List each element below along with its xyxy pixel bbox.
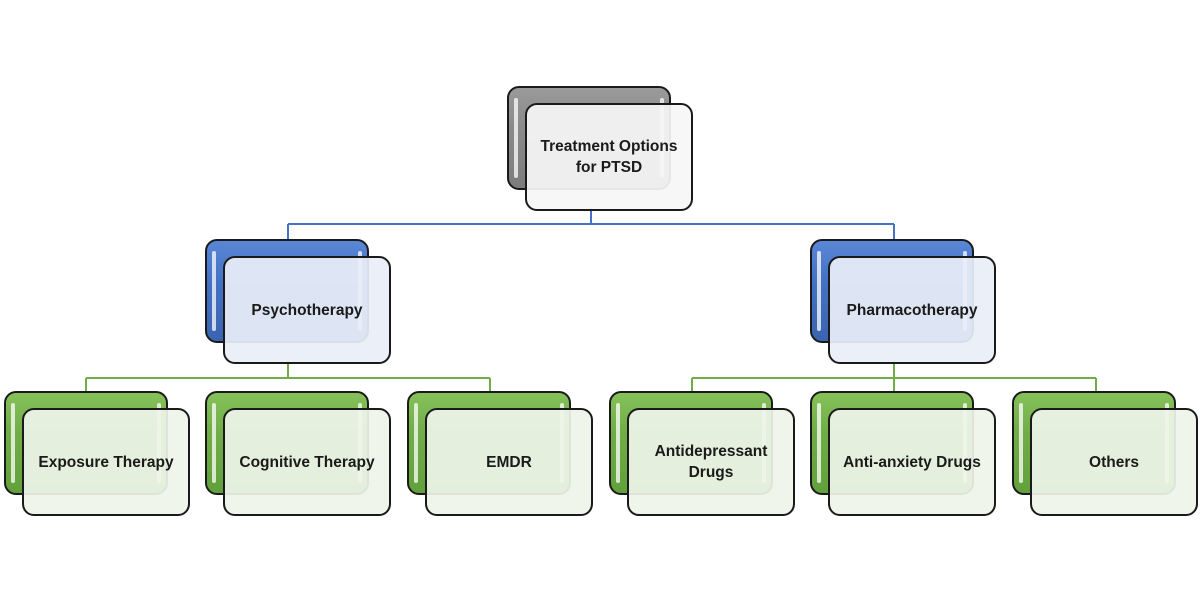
- node-card: Exposure Therapy: [22, 408, 190, 516]
- node-card: Cognitive Therapy: [223, 408, 391, 516]
- branch-node-psychotherapy: Psychotherapy: [205, 239, 391, 364]
- node-card: Treatment Options for PTSD: [525, 103, 693, 211]
- node-label: Psychotherapy: [251, 301, 363, 319]
- node-card: Pharmacotherapy: [828, 256, 996, 364]
- node-label: Cognitive Therapy: [239, 453, 375, 471]
- node-card: Anti-anxiety Drugs: [828, 408, 996, 516]
- node-label: Antidepressant Drugs: [654, 443, 768, 481]
- leaf-node-others: Others: [1012, 391, 1198, 516]
- leaf-node-exposure-therapy: Exposure Therapy: [4, 391, 190, 516]
- leaf-node-emdr: EMDR: [407, 391, 593, 516]
- node-card: Psychotherapy: [223, 256, 391, 364]
- node-label: Others: [1089, 453, 1139, 471]
- branch-node-pharmacotherapy: Pharmacotherapy: [810, 239, 996, 364]
- pharmacotherapy-connector: [691, 361, 1097, 391]
- node-label: Pharmacotherapy: [846, 301, 978, 319]
- root-connector: [287, 208, 895, 239]
- leaf-node-antidepressant-drugs: Antidepressant Drugs: [609, 391, 795, 516]
- node-label: Exposure Therapy: [38, 453, 174, 471]
- node-label: EMDR: [486, 453, 532, 471]
- node-label: Anti-anxiety Drugs: [843, 453, 981, 471]
- node-card: Others: [1030, 408, 1198, 516]
- psychotherapy-connector: [85, 361, 491, 391]
- root-node: Treatment Options for PTSD: [507, 86, 693, 211]
- node-card: EMDR: [425, 408, 593, 516]
- node-card: Antidepressant Drugs: [627, 408, 795, 516]
- leaf-node-anti-anxiety-drugs: Anti-anxiety Drugs: [810, 391, 996, 516]
- node-label: Treatment Options for PTSD: [540, 138, 678, 176]
- leaf-node-cognitive-therapy: Cognitive Therapy: [205, 391, 391, 516]
